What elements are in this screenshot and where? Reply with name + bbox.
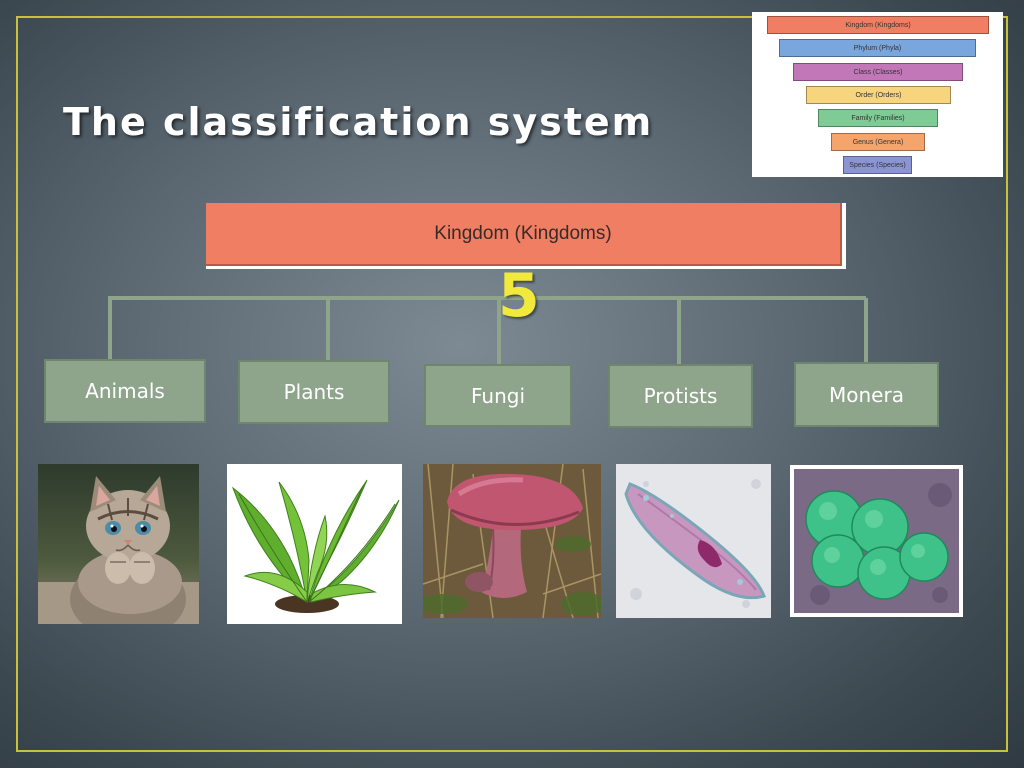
kingdom-bar: Kingdom (Kingdoms) <box>206 203 846 269</box>
level-phylum: Phylum (Phyla) <box>779 39 976 57</box>
level-kingdom: Kingdom (Kingdoms) <box>767 16 989 34</box>
kingdom-box-animals: Animals <box>44 359 206 423</box>
level-order: Order (Orders) <box>806 86 951 104</box>
level-species: Species (Species) <box>843 156 912 174</box>
kingdom-bar-label: Kingdom (Kingdoms) <box>206 203 842 266</box>
kingdom-box-monera: Monera <box>794 362 939 427</box>
level-genus: Genus (Genera) <box>831 133 925 151</box>
kingdom-box-plants: Plants <box>238 360 390 424</box>
plant-image <box>227 464 402 624</box>
taxonomy-pyramid: Kingdom (Kingdoms) Phylum (Phyla) Class … <box>752 12 1003 177</box>
kingdom-count: 5 <box>498 261 540 331</box>
kitten-image <box>38 464 199 624</box>
level-family: Family (Families) <box>818 109 938 127</box>
level-class: Class (Classes) <box>793 63 963 81</box>
paramecium-image <box>616 464 771 618</box>
kingdom-box-fungi: Fungi <box>424 364 572 427</box>
kingdom-box-protists: Protists <box>608 364 753 428</box>
slide-title: The classification system <box>63 100 654 144</box>
slide-frame <box>16 16 1008 752</box>
mushroom-image <box>423 464 601 618</box>
bacteria-image <box>790 465 963 617</box>
